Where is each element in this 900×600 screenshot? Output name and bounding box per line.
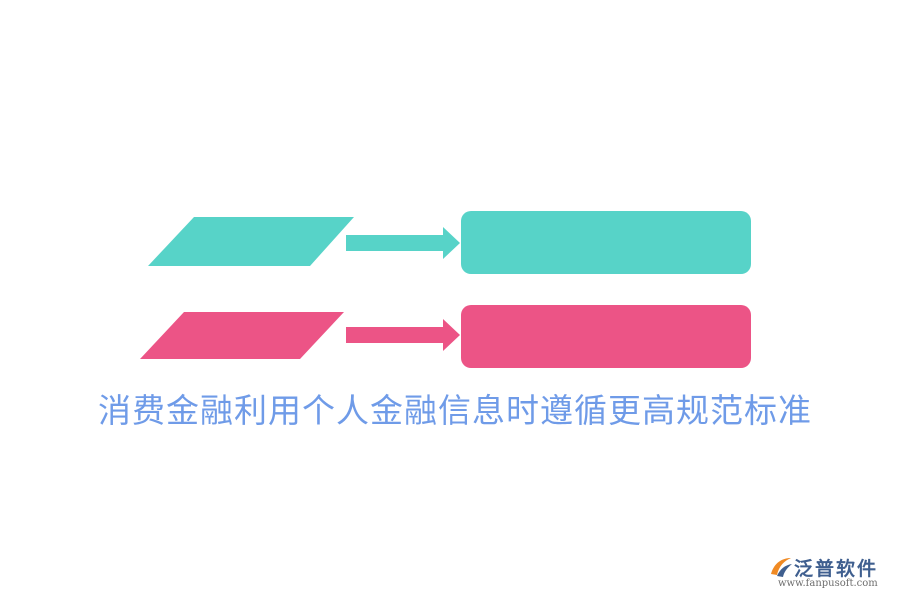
fanpu-logo-mark-icon xyxy=(771,558,792,577)
arrow-2 xyxy=(346,319,460,351)
input-parallelogram-1 xyxy=(148,217,354,266)
logo-url: www.fanpusoft.com xyxy=(778,578,878,589)
output-box-1 xyxy=(461,211,751,274)
fanpu-logo: 泛普软件 www.fanpusoft.com xyxy=(768,552,893,596)
logo-name: 泛普软件 xyxy=(794,558,879,580)
input-parallelogram-2 xyxy=(140,312,344,359)
arrow-1 xyxy=(346,227,460,259)
output-box-2 xyxy=(461,305,751,368)
diagram-caption: 消费金融利用个人金融信息时遵循更高规范标准 xyxy=(98,391,812,430)
logo-mark-swoosh-orange xyxy=(771,558,791,575)
logo-mark-swoosh-blue xyxy=(777,564,792,577)
